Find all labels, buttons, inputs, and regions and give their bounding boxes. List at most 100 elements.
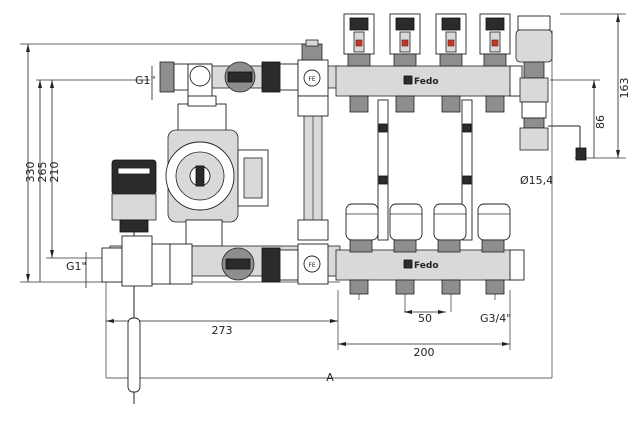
label-diameter: Ø15,4 bbox=[520, 174, 553, 187]
thermostat-cap bbox=[111, 159, 157, 195]
label-view-A: A bbox=[326, 371, 334, 384]
lower-union bbox=[169, 243, 193, 285]
label-200: 200 bbox=[414, 346, 435, 359]
label-265: 265 bbox=[36, 162, 49, 183]
arrow-200-right bbox=[502, 342, 510, 346]
lower-brand-label: Fedo bbox=[414, 261, 439, 271]
label-273: 273 bbox=[212, 324, 233, 337]
flowmeter-2-cap bbox=[395, 17, 415, 31]
lower-outlet-1 bbox=[349, 279, 369, 295]
lower-outlet-3 bbox=[441, 279, 461, 295]
right-vent-assembly bbox=[515, 15, 587, 161]
thermostatic-head bbox=[111, 159, 157, 404]
flowmeter-4-nut bbox=[483, 53, 507, 67]
vent-tee bbox=[519, 77, 549, 103]
bottom-dimensions: 273 200 50 G3/4" A bbox=[105, 258, 552, 384]
upper-manifold: Fedo bbox=[335, 65, 523, 97]
flowmeter-3-cap bbox=[441, 17, 461, 31]
flowmeter-1-cap bbox=[349, 17, 369, 31]
bracket-right-bolt-top bbox=[462, 123, 472, 133]
flowmeter-3-indicator bbox=[447, 39, 455, 47]
flowmeter-4 bbox=[479, 13, 511, 67]
arrow-163-top bbox=[616, 14, 620, 22]
lower-tee-badge bbox=[303, 255, 321, 273]
lower-valve-handle bbox=[225, 258, 251, 270]
upper-outlet-3 bbox=[441, 95, 461, 113]
valve-cap-3 bbox=[433, 203, 467, 241]
upper-outlet-4 bbox=[485, 95, 505, 113]
flowmeter-4-indicator bbox=[491, 39, 499, 47]
flowmeters bbox=[343, 13, 511, 67]
label-330: 330 bbox=[24, 162, 37, 183]
bypass-top-fitting bbox=[297, 95, 329, 117]
lower-return-line: FE bbox=[101, 235, 341, 287]
upper-air-vent-cap bbox=[305, 39, 319, 47]
lower-union-nut bbox=[261, 247, 281, 283]
upper-union-body bbox=[279, 63, 299, 91]
arrow-50-right bbox=[438, 310, 446, 314]
upper-brand-label: Fedo bbox=[414, 77, 439, 87]
lower-union-body bbox=[279, 249, 299, 281]
valve-stem-2 bbox=[393, 239, 417, 253]
arrow-86-top bbox=[592, 80, 596, 88]
valve-stem-3 bbox=[437, 239, 461, 253]
bypass-bottom-fitting bbox=[297, 219, 329, 241]
lower-tee bbox=[297, 243, 329, 285]
bracket-left-bolt-bottom bbox=[378, 175, 388, 185]
flowmeter-1-indicator bbox=[355, 39, 363, 47]
lower-outlets bbox=[349, 279, 505, 312]
arrow-273-left bbox=[106, 319, 114, 323]
flowmeter-2 bbox=[389, 13, 421, 67]
thread-labels-left: G1" G1" bbox=[66, 66, 156, 288]
arrow-200-left bbox=[338, 342, 346, 346]
pump-terminal-cover bbox=[243, 157, 263, 199]
pump-top-flange bbox=[177, 103, 227, 135]
arrow-265-top bbox=[38, 80, 42, 88]
thermostat-body bbox=[111, 193, 157, 221]
lower-outlet-2 bbox=[395, 279, 415, 295]
arrow-50-left bbox=[404, 310, 412, 314]
arrow-163-bottom bbox=[616, 150, 620, 158]
flowmeter-4-cap bbox=[485, 17, 505, 31]
lower-collar bbox=[151, 243, 171, 285]
upper-outlet-1 bbox=[349, 95, 369, 113]
pump-top-nut bbox=[187, 95, 217, 107]
label-g1-top: G1" bbox=[135, 74, 156, 87]
drain-nut bbox=[523, 117, 545, 129]
upper-outlets bbox=[349, 95, 505, 113]
lower-manifold-endcap bbox=[509, 249, 525, 281]
bracket-left-bolt-top bbox=[378, 123, 388, 133]
pump-center-slot bbox=[195, 165, 205, 187]
vent-cap bbox=[517, 15, 551, 31]
lower-outlet-4 bbox=[485, 279, 505, 295]
valve-cap-2 bbox=[389, 203, 423, 241]
mixing-valve-body bbox=[121, 235, 153, 287]
flowmeter-2-nut bbox=[393, 53, 417, 67]
upper-outlet-2 bbox=[395, 95, 415, 113]
circulation-pump bbox=[165, 95, 269, 247]
upper-union-nut bbox=[261, 61, 281, 93]
lower-manifold: Fedo bbox=[335, 203, 525, 281]
vent-body bbox=[515, 29, 553, 63]
immersion-sensor bbox=[127, 317, 141, 393]
mounting-brackets bbox=[377, 99, 473, 241]
lower-inlet-nut bbox=[101, 247, 123, 283]
upper-supply-line: FE bbox=[159, 39, 341, 113]
label-163: 163 bbox=[618, 78, 631, 99]
flowmeter-2-indicator bbox=[401, 39, 409, 47]
upper-tee-badge bbox=[303, 69, 321, 87]
arrow-330-bottom bbox=[26, 274, 30, 282]
upper-brand-icon bbox=[403, 75, 413, 85]
drain-handle-knob bbox=[575, 147, 587, 161]
arrow-210-bottom bbox=[50, 250, 54, 258]
drain-valve bbox=[521, 101, 547, 119]
valve-cap-4 bbox=[477, 203, 511, 241]
label-86: 86 bbox=[594, 115, 607, 129]
flowmeter-3-nut bbox=[439, 53, 463, 67]
flowmeter-1-nut bbox=[347, 53, 371, 67]
flowmeter-1 bbox=[343, 13, 375, 67]
drain-spout bbox=[519, 127, 549, 151]
upper-elbow-cap bbox=[189, 65, 211, 87]
